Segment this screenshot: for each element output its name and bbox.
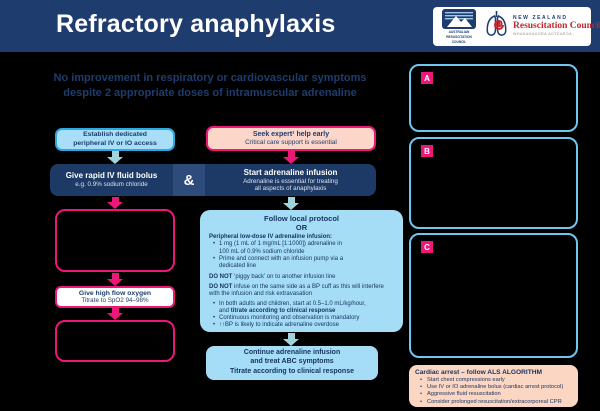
protocol-bullet-3-cont: and titrate according to clinical respon… [209,308,394,315]
bullet-icon: • [212,322,216,329]
protocol-bullet-2-text: Prime and connect with an infusion pump … [219,256,344,263]
header-bar: Refractory anaphylaxis AUSTRALIAN RESUSC… [0,0,600,52]
cardiac-arrest-box: Cardiac arrest – follow ALS ALGORITHM • … [409,365,578,407]
option-b-badge: B [421,145,433,157]
protocol-bullet-2-cont: dedicated line [219,263,257,270]
continue-infusion-box: Continue adrenaline infusion and treat A… [206,346,378,380]
option-box-c: C [409,233,578,358]
bullet-icon: • [212,300,216,307]
combined-action-bar: Give rapid IV fluid bolus e.g. 0.9% sodi… [50,164,376,196]
oxygen-box: Give high flow oxygen Titrate to SpO2 94… [55,286,175,308]
protocol-or: OR [295,222,308,232]
bullet-icon: • [420,384,422,391]
subtitle-line1: No improvement in respiratory or cardiov… [53,72,367,84]
fluid-bolus-title: Give rapid IV fluid bolus [65,171,158,181]
protocol-bullet-4: • Continuous monitoring and observation … [209,315,394,322]
protocol-bullet-1-cont: 100 mL of 0.9% sodium chloride [219,248,305,255]
placeholder-box-left-2 [55,320,175,362]
option-a-badge: A [421,72,433,84]
protocol-bullet-3-bold: titrate according to clinical response [230,307,336,314]
protocol-bullet-3: • In both adults and children, start at … [209,301,394,308]
option-box-b: B [409,137,578,229]
protocol-heading: Follow local protocol [264,214,339,223]
establish-line1: Establish dedicated [83,131,147,138]
arc-emblem-icon [438,9,480,29]
bullet-icon: • [212,241,216,248]
nzrc-name-line1: NEW ZEALAND [513,15,568,22]
do-not-2-bold: DO NOT [209,283,233,290]
cardiac-bullet-2-text: Use IV or IO adrenaline bolus (cardiac a… [427,384,564,391]
protocol-bullet-3-pre: and [219,307,231,314]
arrow-down-establish [107,151,123,164]
protocol-bullet-3-text: In both adults and children, start at 0.… [219,300,366,307]
cardiac-bullet-1-text: Start chest compressions early [427,377,505,383]
protocol-bullet-2: • Prime and connect with an infusion pum… [209,256,394,263]
bullet-icon: • [420,377,422,383]
cardiac-bullet-1: • Start chest compressions early [415,377,572,384]
do-not-1-rest: ‘piggy back’ on to another infusion line [232,273,336,280]
subtitle-line2: despite 2 appropriate doses of intramusc… [63,86,357,99]
ampersand-cell: & [173,164,205,196]
seek-expert-box: Seek expert¹ help early Critical care su… [206,126,376,151]
arrow-down-from-oxygen [107,308,123,320]
protocol-box: Follow local protocol OR Peripheral low-… [200,210,403,332]
subtitle: No improvement in respiratory or cardiov… [15,71,405,100]
adrenaline-infusion-section: Start adrenaline infusion Adrenaline is … [205,164,376,196]
seek-expert-subtitle: Critical care support is essential [245,139,337,146]
logo-panel: AUSTRALIAN RESUSCITATION COUNCIL NEW ZEA… [433,7,600,46]
do-not-bp-cuff: DO NOT infuse on the same side as a BP c… [209,284,394,299]
bullet-icon: • [420,391,422,398]
protocol-bullet-1: • 1 mg (1 mL of 1 mg/mL [1:1000]) adrena… [209,241,394,248]
establish-access-box: Establish dedicated peripheral IV or IO … [55,128,175,151]
protocol-bullet-4-text: Continuous monitoring and observation is… [219,315,360,322]
arc-logo: AUSTRALIAN RESUSCITATION COUNCIL [438,9,480,44]
adrenaline-infusion-title: Start adrenaline infusion [243,167,338,177]
protocol-bullet-5-text: ↑↑BP is likely to indicate adrenaline ov… [219,322,339,329]
protocol-bullet-5: • ↑↑BP is likely to indicate adrenaline … [209,322,394,329]
oxygen-title: Give high flow oxygen [78,290,152,297]
continue-line1: Continue adrenaline infusion [243,349,341,357]
fluid-bolus-section: Give rapid IV fluid bolus e.g. 0.9% sodi… [50,164,173,196]
cardiac-arrest-title: Cardiac arrest – follow ALS ALGORITHM [415,369,543,376]
continue-line2: and treat ABC symptoms [250,357,334,365]
oxygen-subtitle: Titrate to SpO2 94–98% [81,297,149,304]
do-not-1-bold: DO NOT [209,273,233,280]
fluid-bolus-subtitle: e.g. 0.9% sodium chloride [75,181,148,189]
bullet-icon: • [212,256,216,263]
arrow-down-to-continue [283,333,299,346]
arrow-down-infusion [283,197,299,210]
protocol-bullet-1-text: 1 mg (1 mL of 1 mg/mL [1:1000]) adrenali… [219,241,342,248]
option-box-a: A [409,64,578,132]
arc-label-line1: AUSTRALIAN [448,30,470,34]
do-not-2-rest: infuse on the same side as a BP cuff as … [209,283,384,298]
page-title: Refractory anaphylaxis [56,10,336,38]
cardiac-bullet-4-text: Consider prolonged resuscitation/extraco… [427,398,562,405]
bullet-icon: • [212,315,216,322]
cardiac-bullet-4: • Consider prolonged resuscitation/extra… [415,399,572,406]
arrow-down-seek-expert [283,151,299,164]
cardiac-bullet-3: • Aggressive fluid resuscitation [415,391,572,398]
option-c-badge: C [421,241,433,253]
establish-line2: peripheral IV or IO access [73,139,157,147]
nzrc-name-line2: Resuscitation Council [513,21,600,32]
arrow-down-bolus [107,197,123,209]
arc-label-line3: COUNCIL [451,40,467,44]
placeholder-box-left-1 [55,209,175,272]
peripheral-heading: Peripheral low-dose IV adrenaline infusi… [209,234,333,241]
lungs-koru-icon [484,10,509,43]
bullet-icon: • [420,398,422,405]
cardiac-bullet-3-text: Aggressive fluid resuscitation [427,391,501,398]
cardiac-bullet-2: • Use IV or IO adrenaline bolus (cardiac… [415,384,572,391]
adrenaline-infusion-line2: Adrenaline is essential for treating [243,177,338,185]
nzrc-name-line3: WHAKAHAUORA AOTEAROA [513,31,573,36]
nzrc-logo: NEW ZEALAND Resuscitation Council WHAKAH… [513,16,600,36]
seek-expert-title: Seek expert¹ help early [252,131,330,138]
continue-line3: Titrate according to clinical response [230,368,354,376]
adrenaline-infusion-line3: all aspects of anaphylaxis [254,185,327,192]
arrow-down-to-oxygen [107,273,123,286]
arc-label-line2: RESUSCITATION [446,35,472,39]
do-not-piggyback: DO NOT ‘piggy back’ on to another infusi… [209,274,394,281]
